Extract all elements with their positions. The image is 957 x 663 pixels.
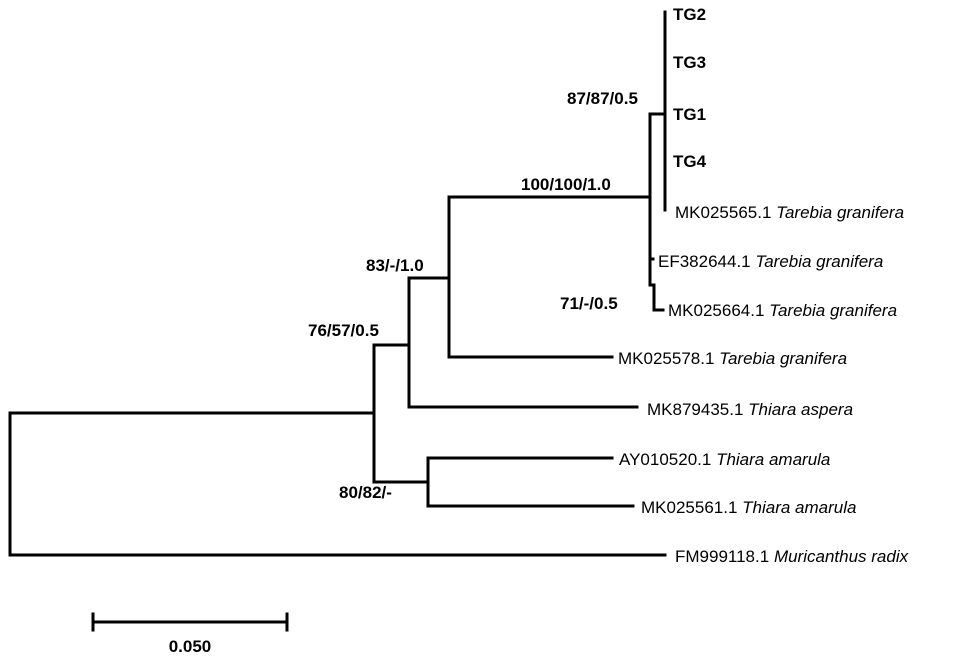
species-mk025561: Thiara amarula: [742, 498, 856, 517]
scale-bar: 0.050: [91, 612, 289, 656]
tip-label-mk025664: MK025664.1 Tarebia granifera: [668, 301, 897, 320]
support-tarebia-clade: 100/100/1.0: [521, 175, 611, 194]
species-mk025578: Tarebia granifera: [719, 349, 847, 368]
tip-label-mk025578: MK025578.1 Tarebia granifera: [618, 349, 847, 368]
accession-mk879435: MK879435.1: [647, 400, 743, 419]
tip-label-tg2: TG2: [673, 5, 706, 24]
tip-label-ay010520: AY010520.1 Thiara amarula: [619, 450, 830, 469]
tip-label-tg1: TG1: [673, 105, 706, 124]
support-node-80: 80/82/-: [339, 483, 392, 502]
scale-bar-label: 0.050: [169, 637, 212, 656]
species-ef382644: Tarebia granifera: [755, 252, 883, 271]
tip-label-mk025565: MK025565.1 Tarebia granifera: [675, 203, 904, 222]
species-mk025565: Tarebia granifera: [776, 203, 904, 222]
accession-mk025578: MK025578.1: [618, 349, 714, 368]
species-mk025664: Tarebia granifera: [769, 301, 897, 320]
tip-label-ef382644: EF382644.1 Tarebia granifera: [658, 252, 883, 271]
species-ay010520: Thiara amarula: [716, 450, 830, 469]
accession-fm999118: FM999118.1: [675, 547, 769, 566]
tree-branches: [8, 10, 667, 557]
support-tg-clade: 87/87/0.5: [567, 89, 638, 108]
tip-label-tg4: TG4: [673, 152, 707, 171]
tip-label-mk879435: MK879435.1 Thiara aspera: [647, 400, 853, 419]
accession-mk025565: MK025565.1: [675, 203, 771, 222]
accession-ay010520: AY010520.1: [619, 450, 711, 469]
support-node-76: 76/57/0.5: [308, 321, 379, 340]
species-fm999118: Muricanthus radix: [774, 547, 909, 566]
support-node-83: 83/-/1.0: [366, 256, 424, 275]
accession-ef382644: EF382644.1: [658, 252, 751, 271]
accession-mk025664: MK025664.1: [668, 301, 764, 320]
tip-label-fm999118: FM999118.1 Muricanthus radix: [675, 547, 909, 566]
accession-mk025561: MK025561.1: [641, 498, 737, 517]
tip-label-mk025561: MK025561.1 Thiara amarula: [641, 498, 856, 517]
tip-label-tg3: TG3: [673, 53, 706, 72]
species-mk879435: Thiara aspera: [748, 400, 853, 419]
support-ef-mk-pair: 71/-/0.5: [560, 294, 618, 313]
support-values: 87/87/0.5 100/100/1.0 71/-/0.5 83/-/1.0 …: [308, 89, 638, 502]
tip-labels: TG2 TG3 TG1 TG4 MK025565.1 Tarebia grani…: [618, 5, 909, 566]
